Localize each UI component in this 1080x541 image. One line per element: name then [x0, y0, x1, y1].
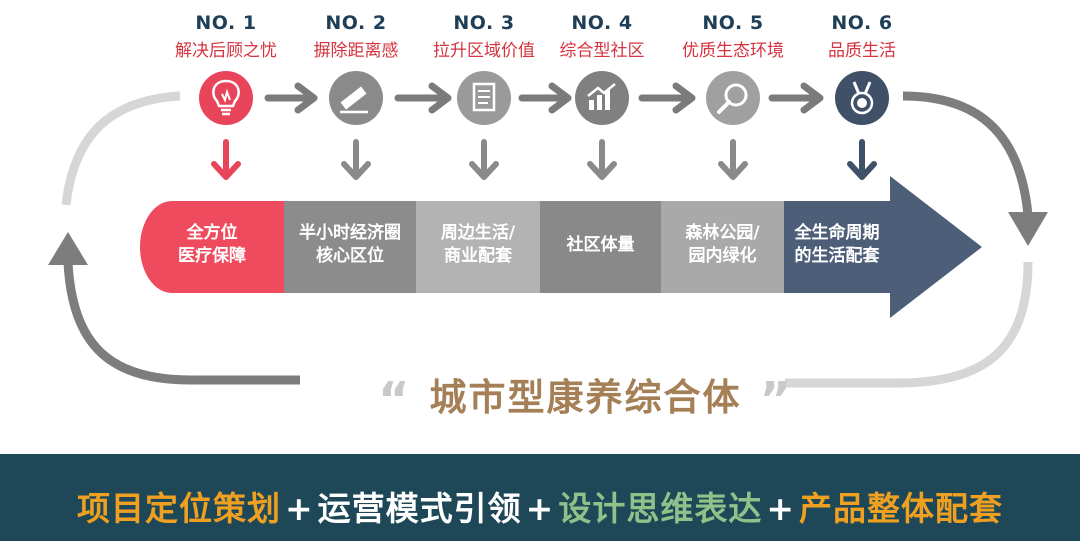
bottom-part-3: 设计思维表达 [558, 489, 763, 528]
pencil-edit-icon [329, 71, 383, 125]
segment-label-4: 社区体量 [540, 234, 661, 257]
step-title-6: 品质生活 [828, 41, 896, 61]
bottom-plus-1: + [285, 489, 314, 528]
arrow-segment-5 [661, 201, 784, 293]
segment-label-5: 森林公园/园内绿化 [661, 222, 784, 268]
slogan-text: 城市型康养综合体 [429, 376, 742, 419]
segment-line1: 全方位 [186, 223, 238, 243]
segment-line1: 森林公园/ [685, 223, 760, 243]
big-segmented-arrow [140, 176, 982, 318]
segment-line1: 全生命周期 [794, 223, 880, 243]
magnifier-icon [706, 71, 760, 125]
step-title-3: 拉升区域价值 [433, 41, 535, 61]
arrow-segment-6 [784, 176, 982, 318]
down-arrow-1 [211, 139, 241, 180]
segment-label-6: 全生命周期的生活配套 [784, 222, 890, 268]
loop-arc-bottom-right [785, 261, 1033, 388]
down-arrow-3 [469, 139, 499, 180]
slogan-close-quote: ” [759, 372, 794, 428]
down-arrows [211, 139, 877, 180]
bottom-plus-3: + [766, 489, 795, 528]
step-title-5: 优质生态环境 [682, 41, 784, 61]
segment-line2: 商业配套 [444, 246, 512, 266]
step-title-4: 综合型社区 [559, 41, 645, 61]
down-arrow-5 [718, 139, 748, 180]
loop-arrowhead-down [1008, 212, 1048, 246]
step-number-3: NO. 3 [453, 12, 515, 34]
step-number-4: NO. 4 [571, 12, 633, 34]
bottom-banner-text: 项目定位策划+运营模式引领+设计思维表达+产品整体配套 [0, 482, 1080, 530]
cycle-loop-arrows [48, 82, 1048, 388]
down-arrow-2 [341, 139, 371, 180]
segment-line2: 园内绿化 [688, 246, 757, 266]
segment-line2: 核心区位 [316, 246, 384, 266]
step-number-2: NO. 2 [325, 12, 387, 34]
bottom-part-1: 项目定位策划 [77, 489, 282, 528]
loop-arc-bottom-left [63, 261, 300, 385]
loop-arrowhead-up [48, 232, 88, 265]
segment-line2: 的生活配套 [794, 246, 880, 266]
step-connector-arrows [264, 82, 824, 114]
arrow-segment-1 [140, 201, 284, 293]
step-title-2: 摒除距离感 [313, 41, 399, 61]
step-number-5: NO. 5 [702, 12, 764, 34]
step-number-1: NO. 1 [195, 12, 257, 34]
segment-line1: 周边生活/ [440, 223, 516, 243]
loop-arc-top-left [61, 91, 181, 206]
medal-icon [835, 71, 889, 125]
bottom-part-4: 产品整体配套 [798, 489, 1003, 528]
step-number-6: NO. 6 [831, 12, 893, 34]
segment-line1: 半小时经济圈 [299, 223, 401, 243]
segment-label-3: 周边生活/商业配套 [416, 222, 540, 268]
arrow-segment-3 [416, 201, 540, 293]
step-title-1: 解决后顾之忧 [175, 41, 277, 61]
growth-chart-icon [575, 71, 629, 125]
slogan: “ 城市型康养综合体 ” [378, 366, 793, 428]
bottom-plus-2: + [525, 489, 555, 528]
loop-arc-top-right [902, 91, 1033, 216]
arrow-segment-2 [284, 201, 416, 293]
segment-label-2: 半小时经济圈核心区位 [284, 222, 416, 268]
bottom-banner [0, 454, 1080, 541]
slogan-open-quote: “ [378, 372, 412, 428]
segment-line2: 医疗保障 [178, 246, 246, 266]
down-arrow-6 [847, 139, 877, 180]
segment-line1: 社区体量 [566, 235, 635, 255]
arrow-segment-4 [540, 201, 661, 293]
document-icon [457, 71, 511, 125]
segment-label-1: 全方位医疗保障 [140, 222, 284, 268]
down-arrow-4 [587, 139, 617, 180]
bottom-part-2: 运营模式引领 [317, 489, 522, 528]
step-icons [199, 71, 889, 125]
lightbulb-icon [199, 71, 253, 125]
